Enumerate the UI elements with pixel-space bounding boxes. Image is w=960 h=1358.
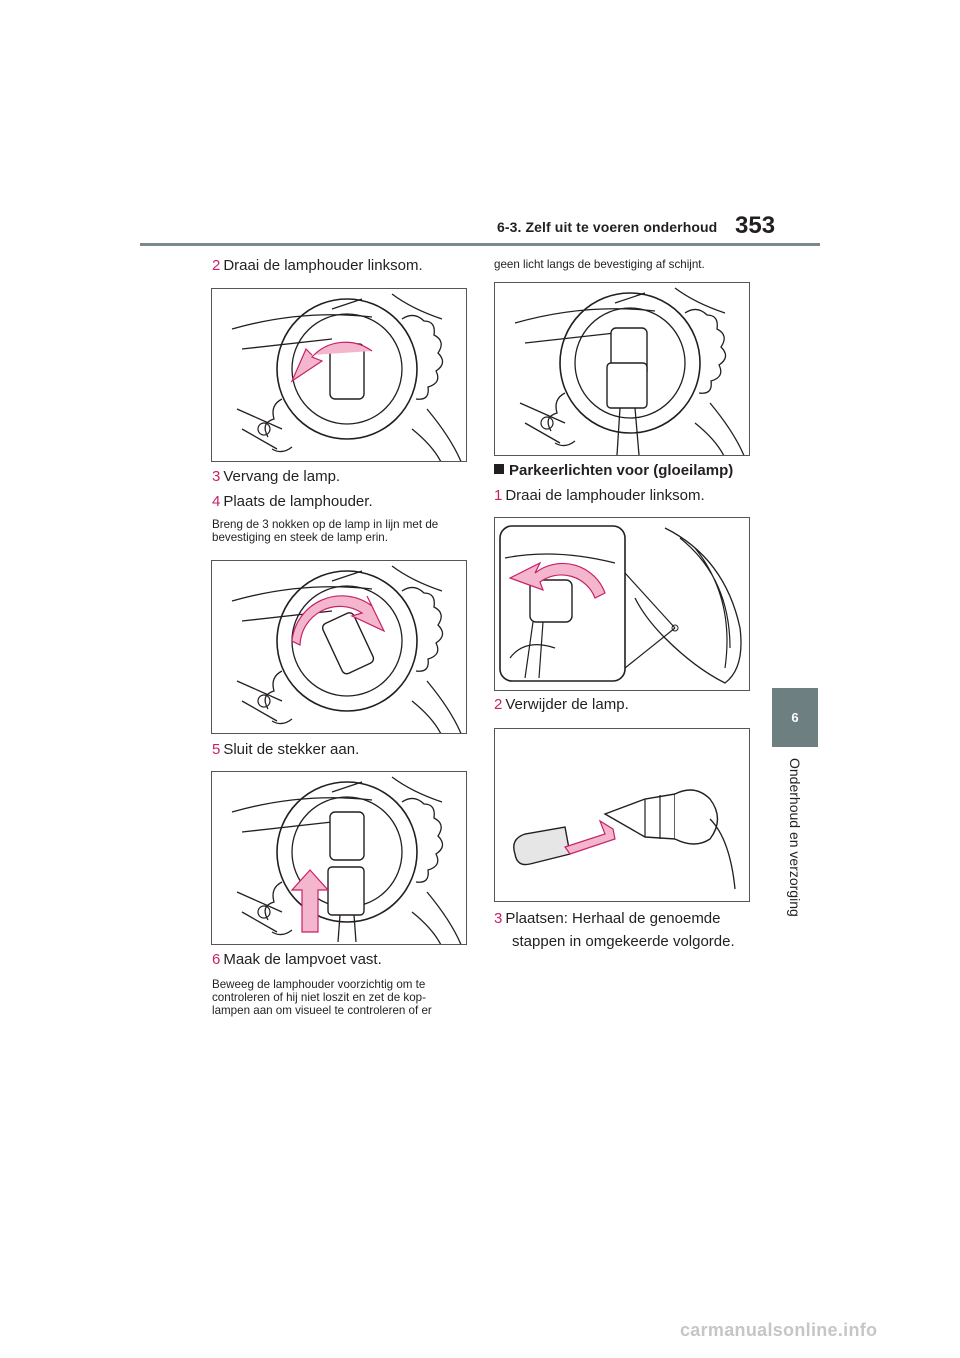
header-rule [140, 243, 820, 246]
figure-check-light [494, 282, 750, 456]
step-number: 2 [212, 257, 221, 274]
figure-parking-light-rotate [494, 517, 750, 691]
section-heading: Parkeerlichten voor (gloeilamp) [494, 462, 733, 479]
headlamp-illustration [231, 293, 463, 461]
step-text: Draai de lamphouder linksom. [223, 257, 423, 274]
rotate-arrow-icon [291, 595, 386, 646]
rotate-arrow-icon [508, 561, 606, 599]
left-arrow-icon [564, 819, 616, 855]
bulb-icon [513, 826, 571, 866]
step-6-note: Beweeg de lamphouder voorzichtig om te c… [212, 978, 432, 1017]
bulb-illustration [513, 789, 736, 890]
parking-light-illustration [499, 525, 742, 684]
headlamp-illustration [231, 565, 463, 733]
watermark: carmanualsonline.info [680, 1320, 878, 1340]
rotate-arrow-icon [290, 341, 373, 383]
chapter-tab[interactable]: 6 [772, 688, 818, 747]
figure-connect-plug [211, 771, 467, 945]
figure-install-holder [211, 560, 467, 734]
headlamp-illustration [514, 287, 746, 455]
step-4-note: Breng de 3 nokken op de lamp in lijn met… [212, 518, 439, 544]
section-title: 6-3. Zelf uit te voeren onderhoud [497, 219, 718, 235]
figure-rotate-holder [211, 288, 467, 462]
figure-remove-bulb [494, 728, 750, 902]
up-arrow-icon [290, 869, 330, 933]
chapter-number: 6 [791, 710, 799, 725]
headlamp-illustration [231, 776, 463, 944]
square-bullet-icon [494, 464, 504, 474]
page-number: 353 [735, 212, 776, 239]
step-3-reinstall-cont: stappen in omgekeerde volgorde. [512, 933, 735, 950]
continued-note: geen licht langs de bevestiging af schij… [494, 258, 705, 271]
chapter-title: Onderhoud en verzorging [787, 758, 803, 917]
